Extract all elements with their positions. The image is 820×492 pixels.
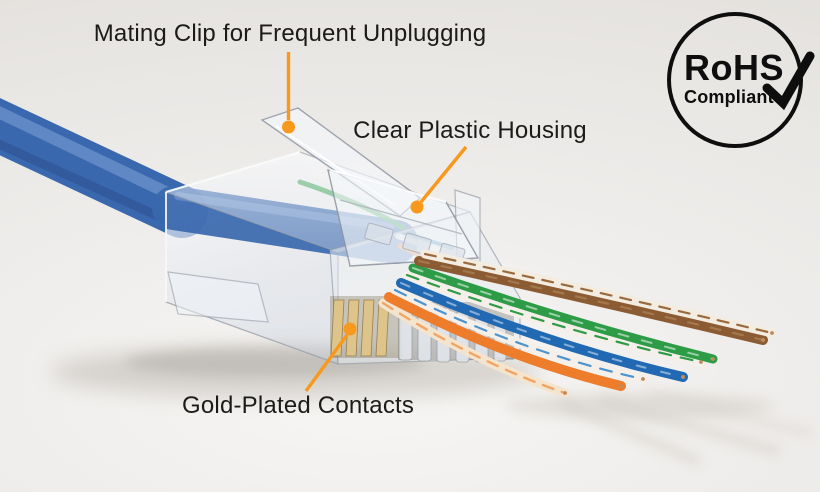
wire-white-brown-stripe	[423, 252, 774, 335]
copper-tip	[681, 375, 685, 379]
cable-jacket	[0, 98, 208, 238]
wire-shadow-streak	[598, 395, 782, 457]
connector-slot	[364, 222, 394, 246]
gold-contacts-label: Gold-Plated Contacts	[182, 392, 415, 419]
connector-slot	[402, 232, 432, 256]
copper-tip	[699, 360, 703, 364]
loose-connector-ridge	[339, 199, 463, 235]
ethernet-cable	[0, 98, 208, 238]
copper-tip	[761, 338, 765, 342]
wire-shadow-streak	[649, 390, 813, 438]
copper-tip	[619, 384, 623, 388]
wire-blue-stripe	[400, 282, 684, 378]
rohs-compliant-badge: RoHS Compliant	[667, 12, 803, 148]
housing-top-edge-highlight	[165, 151, 301, 193]
cable-lowlight	[0, 139, 185, 231]
wire-green-stripe	[412, 267, 714, 360]
housing-bottom-latch	[167, 271, 269, 323]
wire-white-orange-stripe	[381, 301, 567, 395]
wire-brown-stripe	[417, 259, 765, 342]
mating-clip-label: Mating Clip for Frequent Unplugging	[93, 20, 487, 47]
rohs-badge-subtitle: Compliant	[684, 87, 774, 107]
wire-white-blue-stripe	[393, 288, 645, 381]
wire-fan	[378, 249, 777, 398]
wire-white-green-stripe	[405, 273, 703, 364]
wire-shadow-streak	[558, 397, 702, 467]
clear-housing-label: Clear Plastic Housing	[353, 117, 587, 144]
wire-tip-conductors	[563, 331, 774, 395]
copper-tip	[770, 331, 774, 335]
wire-orange	[384, 292, 626, 391]
cable-highlight	[0, 106, 184, 204]
rohs-badge-title: RoHS	[684, 47, 784, 88]
wire-fan-shadow	[505, 393, 775, 419]
copper-tip	[711, 357, 715, 361]
copper-tip	[641, 377, 645, 381]
copper-tip	[563, 391, 567, 395]
gold-pin	[360, 299, 375, 357]
